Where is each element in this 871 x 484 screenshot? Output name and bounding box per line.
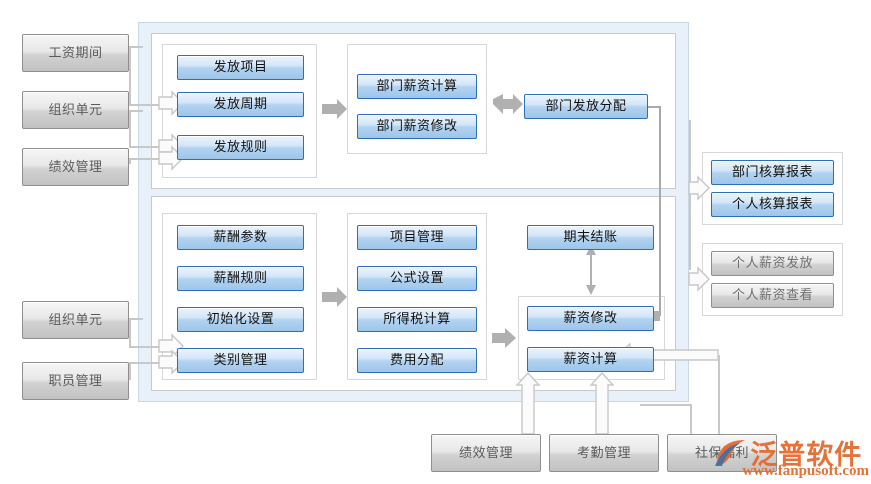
node-label: 薪酬参数 — [213, 230, 268, 245]
connector-line — [601, 382, 603, 434]
node-label: 个人核算报表 — [731, 197, 813, 212]
connector-line — [689, 120, 691, 270]
node-issue-cycle[interactable]: 发放周期 — [177, 92, 304, 117]
node-personal-salary-issue[interactable]: 个人薪资发放 — [711, 251, 834, 276]
node-init-settings[interactable]: 初始化设置 — [177, 307, 304, 332]
input-node-org-unit-top[interactable]: 组织单元 — [22, 91, 129, 129]
node-label: 期末结账 — [563, 230, 618, 245]
node-category-mgmt[interactable]: 类别管理 — [177, 348, 304, 373]
node-dept-allocation[interactable]: 部门发放分配 — [524, 94, 648, 119]
node-label: 工资期间 — [48, 45, 103, 61]
node-dept-salary-modify[interactable]: 部门薪资修改 — [357, 114, 477, 139]
node-label: 社保福利 — [694, 445, 749, 461]
node-label: 部门发放分配 — [545, 99, 627, 114]
node-label: 组织单元 — [48, 312, 103, 328]
connector-line — [129, 318, 131, 348]
node-label: 薪酬规则 — [213, 271, 268, 286]
connector-line — [129, 110, 143, 112]
node-label: 公式设置 — [389, 271, 444, 286]
node-income-tax-calc[interactable]: 所得税计算 — [357, 307, 477, 332]
connector-line — [129, 46, 131, 106]
node-label: 考勤管理 — [576, 445, 631, 461]
connector-line — [718, 355, 720, 440]
node-salary-calc[interactable]: 薪资计算 — [527, 347, 654, 372]
node-label: 个人薪资查看 — [731, 288, 813, 303]
node-label: 项目管理 — [389, 230, 444, 245]
node-salary-modify[interactable]: 薪资修改 — [527, 306, 654, 331]
node-label: 费用分配 — [389, 353, 444, 368]
node-label: 类别管理 — [213, 353, 268, 368]
node-label: 部门薪资修改 — [376, 119, 458, 134]
input-node-attendance[interactable]: 考勤管理 — [549, 434, 659, 472]
node-label: 初始化设置 — [206, 312, 275, 327]
node-label: 发放规则 — [213, 140, 268, 155]
connector-line — [666, 355, 720, 357]
node-salary-parameter[interactable]: 薪酬参数 — [177, 225, 304, 250]
input-node-social-insurance[interactable]: 社保福利 — [667, 434, 777, 472]
connector-line — [129, 104, 159, 106]
input-node-employee-mgmt[interactable]: 职员管理 — [22, 362, 129, 400]
node-dept-salary-calc[interactable]: 部门薪资计算 — [357, 74, 477, 99]
node-label: 发放项目 — [213, 60, 268, 75]
connector-line — [659, 106, 661, 188]
node-period-closing[interactable]: 期末结账 — [527, 225, 654, 250]
input-node-performance-bottom[interactable]: 绩效管理 — [431, 434, 541, 472]
node-cost-allocation[interactable]: 费用分配 — [357, 348, 477, 373]
connector-line — [129, 318, 143, 320]
node-salary-rule[interactable]: 薪酬规则 — [177, 266, 304, 291]
connector-line — [527, 382, 529, 434]
node-label: 个人薪资发放 — [731, 256, 813, 271]
connector-line — [690, 404, 692, 434]
node-dept-accounting-report[interactable]: 部门核算报表 — [711, 160, 834, 185]
connector-line — [659, 188, 661, 316]
connector-line — [129, 46, 143, 48]
node-personal-salary-view[interactable]: 个人薪资查看 — [711, 283, 834, 308]
node-project-mgmt[interactable]: 项目管理 — [357, 225, 477, 250]
node-label: 发放周期 — [213, 97, 268, 112]
node-issue-project[interactable]: 发放项目 — [177, 55, 304, 80]
input-node-salary-period[interactable]: 工资期间 — [22, 34, 129, 72]
connector-line — [129, 346, 159, 348]
node-label: 部门核算报表 — [731, 165, 813, 180]
connector-line — [647, 106, 661, 108]
connector-line — [129, 362, 131, 380]
connector-line — [129, 362, 159, 364]
node-label: 薪资计算 — [563, 352, 618, 367]
node-personal-accounting-report[interactable]: 个人核算报表 — [711, 192, 834, 217]
node-label: 职员管理 — [48, 373, 103, 389]
node-formula-settings[interactable]: 公式设置 — [357, 266, 477, 291]
node-label: 所得税计算 — [383, 312, 451, 327]
node-issue-rule[interactable]: 发放规则 — [177, 135, 304, 160]
connector-line — [129, 146, 159, 148]
input-node-performance-top[interactable]: 绩效管理 — [22, 148, 129, 186]
input-node-org-unit-bottom[interactable]: 组织单元 — [22, 301, 129, 339]
node-label: 绩效管理 — [458, 445, 513, 461]
node-label: 部门薪资计算 — [376, 79, 458, 94]
node-label: 组织单元 — [48, 102, 103, 118]
connector-line — [640, 404, 692, 406]
connector-line — [129, 158, 159, 160]
node-label: 绩效管理 — [48, 159, 103, 175]
connector-line — [129, 110, 131, 148]
connector-line — [129, 158, 131, 164]
node-label: 薪资修改 — [563, 311, 618, 326]
